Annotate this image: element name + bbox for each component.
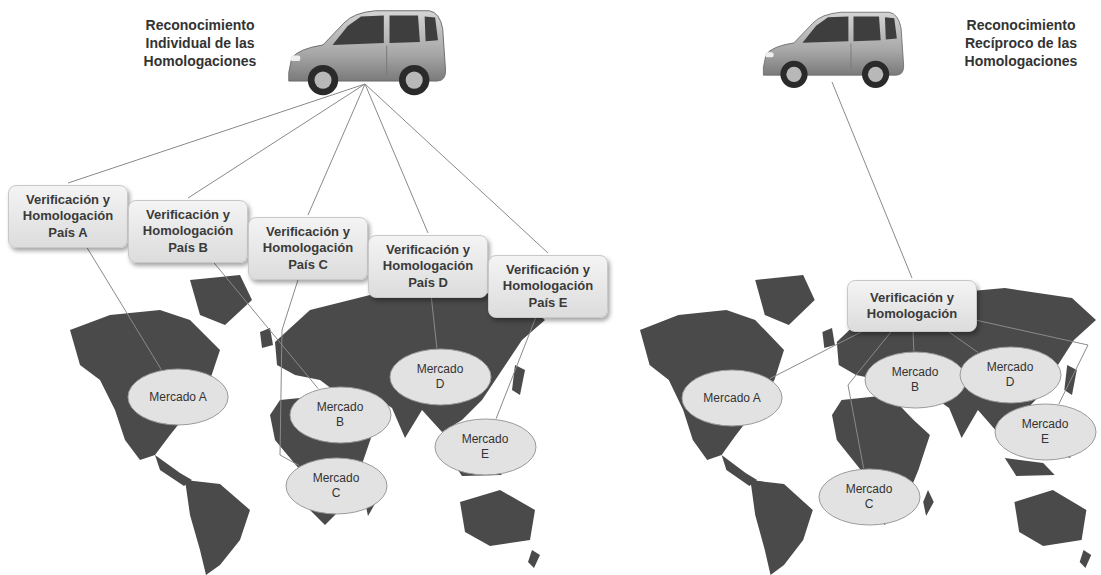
market-oval: Mercado B <box>289 386 392 444</box>
connector-line <box>770 332 861 379</box>
car <box>289 11 446 96</box>
connector-line <box>87 248 161 370</box>
box-text: Verificación y Homologación País B <box>135 207 241 256</box>
process-box: Verificación y Homologación País E <box>488 255 608 318</box>
market-oval: Mercado A <box>127 368 229 426</box>
market-oval: Mercado E <box>434 418 537 476</box>
connector-line <box>496 318 536 419</box>
world-map <box>70 275 545 575</box>
oval-shape <box>960 347 1061 403</box>
process-box: Verificación y Homologación País A <box>8 185 128 248</box>
oval-shape <box>286 458 387 514</box>
market-name: Mercado E <box>1016 417 1074 447</box>
oval-shape <box>995 404 1096 460</box>
market-oval: Mercado A <box>681 369 783 427</box>
market-oval: Mercado D <box>389 348 492 406</box>
market-name: Mercado B <box>311 400 369 430</box>
market-oval: Mercado C <box>285 457 388 515</box>
market-name: Mercado C <box>840 482 898 512</box>
process-box: Verificación y Homologación País B <box>128 200 248 263</box>
title-label: Reconocimiento Individual de las Homolog… <box>115 16 285 71</box>
market-name: Mercado D <box>411 362 469 392</box>
oval-shape <box>128 369 228 425</box>
market-name: Mercado B <box>886 365 944 395</box>
world-map <box>640 275 1096 575</box>
connector-line <box>214 263 318 389</box>
process-box: Verificación y Homologación País D <box>368 235 488 298</box>
box-text: Verificación y Homologación País E <box>495 262 601 311</box>
market-oval: Mercado D <box>959 346 1062 404</box>
oval-shape <box>682 370 782 426</box>
oval-shape <box>435 419 536 475</box>
connector-line <box>913 332 915 351</box>
connector-line <box>280 280 299 466</box>
box-text: Verificación y Homologación País C <box>255 224 361 273</box>
process-box: Verificación y Homologación País C <box>248 217 368 280</box>
box-text: Verificación y Homologación País A <box>15 192 121 241</box>
process-box: Verificación y Homologación <box>847 280 977 332</box>
connector-line <box>431 298 436 348</box>
oval-shape <box>819 469 920 525</box>
market-oval: Mercado B <box>864 351 967 409</box>
market-name: Mercado D <box>981 360 1039 390</box>
market-oval: Mercado E <box>994 403 1097 461</box>
market-name: Mercado E <box>456 432 514 462</box>
oval-shape <box>390 349 491 405</box>
title-label: Reconocimiento Recíproco de las Homologa… <box>945 16 1097 71</box>
box-text: Verificación y Homologación <box>854 290 970 323</box>
leader-lines <box>68 82 912 278</box>
market-name: Mercado A <box>703 391 760 406</box>
market-name: Mercado C <box>307 471 365 501</box>
connector-line <box>949 332 978 352</box>
oval-shape <box>865 352 966 408</box>
box-text: Verificación y Homologación País D <box>375 242 481 291</box>
oval-shape <box>290 387 391 443</box>
market-oval: Mercado C <box>818 468 921 526</box>
market-name: Mercado A <box>149 390 206 405</box>
car <box>763 12 903 88</box>
